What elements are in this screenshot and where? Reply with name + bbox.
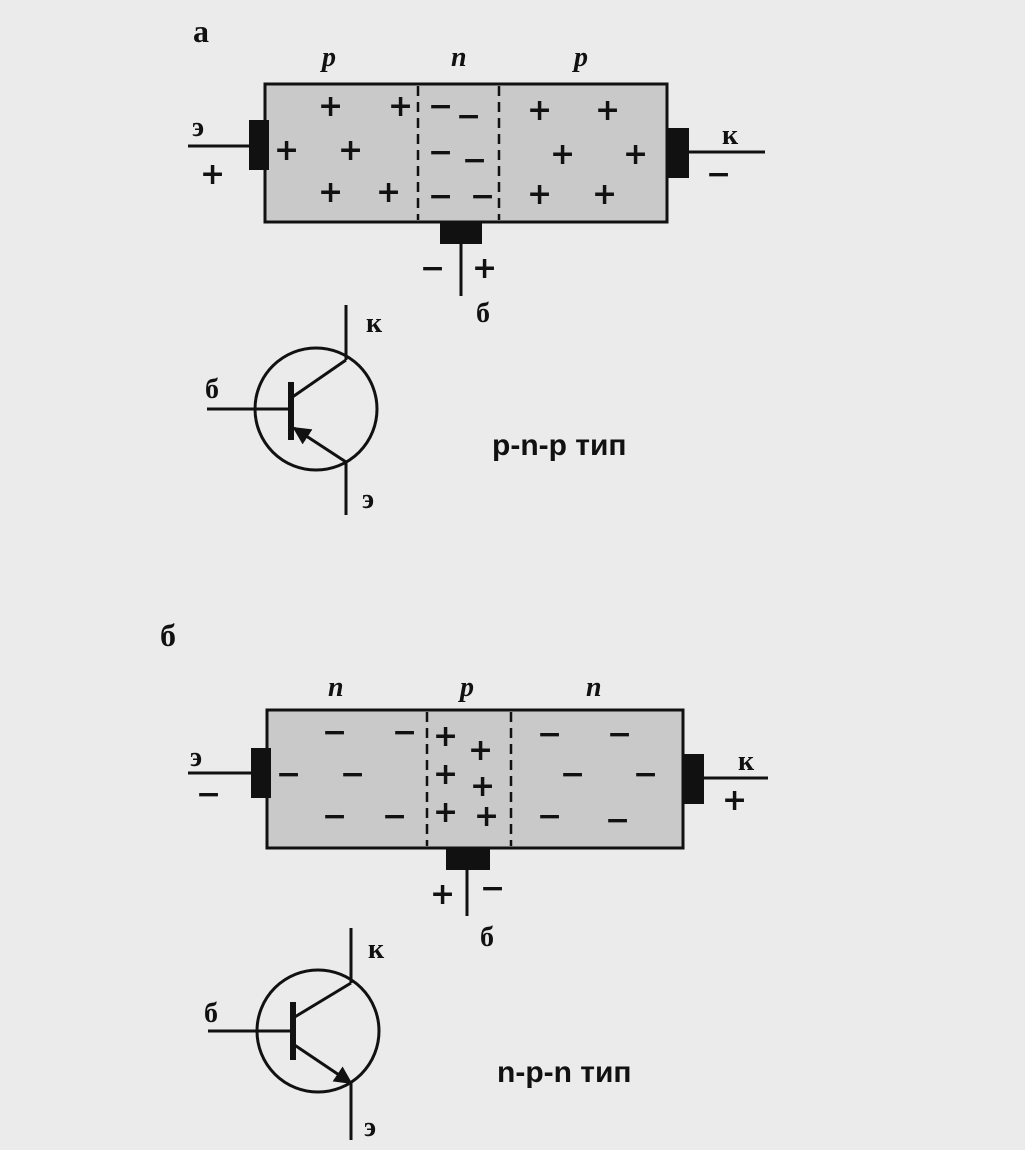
collector-label: к	[722, 120, 739, 151]
pnp-transistor-symbol	[207, 305, 379, 515]
emitter-label: э	[190, 742, 202, 773]
svg-text:+: +	[595, 93, 620, 128]
emitter-contact	[249, 120, 269, 170]
base-sign-right: −	[480, 871, 505, 906]
region-label-n: n	[451, 42, 467, 73]
emitter-sign: +	[200, 157, 225, 192]
svg-text:+: +	[318, 175, 343, 210]
base-sign-left: −	[420, 251, 445, 286]
svg-text:−: −	[470, 179, 495, 214]
svg-text:+: +	[318, 89, 343, 124]
collector-sign: −	[706, 157, 731, 192]
region-label-p-right: p	[572, 42, 588, 73]
collector-label: к	[738, 746, 755, 777]
svg-text:−: −	[537, 799, 562, 834]
svg-text:−: −	[560, 757, 585, 792]
collector-sign: +	[722, 783, 747, 818]
collector-contact	[667, 128, 689, 178]
emitter-sign: −	[196, 777, 221, 812]
charges-n-right: −− −− −−	[537, 717, 658, 838]
charges-p-left: + + + + + +	[274, 89, 413, 210]
svg-text:+: +	[470, 769, 495, 804]
base-contact	[440, 222, 482, 244]
panel-a-label: а	[193, 13, 209, 49]
type-label: n-p-n тип	[497, 1056, 632, 1089]
svg-text:−: −	[382, 799, 407, 834]
base-sign-right: +	[472, 251, 497, 286]
svg-text:+: +	[550, 137, 575, 172]
svg-text:+: +	[338, 133, 363, 168]
svg-text:−: −	[428, 135, 453, 170]
svg-text:+: +	[376, 175, 401, 210]
panel-b-label: б	[160, 617, 176, 653]
svg-text:+: +	[623, 137, 648, 172]
svg-text:+: +	[474, 799, 499, 834]
npn-transistor-symbol	[208, 928, 381, 1140]
region-label-n-right: n	[586, 672, 602, 703]
panel-a: а p n p ++ ++ ++ −− −− −− ++ ++ ++ э	[188, 13, 765, 515]
svg-text:+: +	[388, 89, 413, 124]
base-label: б	[476, 298, 490, 329]
symbol-base-label: б	[205, 374, 219, 405]
svg-text:−: −	[428, 179, 453, 214]
region-label-n-left: n	[328, 672, 344, 703]
symbol-base-label: б	[204, 998, 218, 1029]
charges-n: −− −− −−	[428, 89, 495, 214]
region-label-p-left: p	[320, 42, 336, 73]
type-label: p-n-p тип	[492, 429, 627, 462]
svg-text:−: −	[633, 757, 658, 792]
svg-text:+: +	[468, 733, 493, 768]
region-label-p: p	[458, 672, 474, 703]
svg-text:+: +	[433, 757, 458, 792]
semiconductor-body	[265, 708, 685, 850]
svg-text:−: −	[322, 715, 347, 750]
svg-text:−: −	[276, 757, 301, 792]
base-sign-left: +	[430, 877, 455, 912]
svg-text:+: +	[527, 93, 552, 128]
panel-b: б n p n −− −− −− ++ ++ ++ −− −− −− э − к…	[160, 617, 768, 1143]
svg-text:−: −	[456, 99, 481, 134]
svg-text:−: −	[462, 143, 487, 178]
collector-contact	[682, 754, 704, 804]
svg-text:+: +	[274, 133, 299, 168]
svg-text:+: +	[433, 719, 458, 754]
base-contact	[446, 848, 490, 870]
svg-text:−: −	[392, 715, 417, 750]
emitter-contact	[251, 748, 271, 798]
svg-text:−: −	[428, 89, 453, 124]
svg-text:−: −	[322, 799, 347, 834]
svg-text:+: +	[592, 177, 617, 212]
svg-text:+: +	[527, 177, 552, 212]
svg-text:+: +	[433, 795, 458, 830]
charges-p: ++ ++ ++	[433, 719, 499, 834]
svg-text:−: −	[340, 757, 365, 792]
symbol-emitter-label: э	[364, 1112, 376, 1143]
svg-text:−: −	[607, 717, 632, 752]
charges-p-right: ++ ++ ++	[527, 93, 648, 212]
emitter-label: э	[192, 112, 204, 143]
svg-text:−: −	[605, 803, 630, 838]
base-label: б	[480, 922, 494, 953]
symbol-emitter-label: э	[362, 484, 374, 515]
semiconductor-body	[263, 82, 669, 224]
symbol-collector-label: к	[368, 934, 385, 965]
charges-n-left: −− −− −−	[276, 715, 417, 834]
symbol-collector-label: к	[366, 308, 383, 339]
svg-text:−: −	[537, 717, 562, 752]
